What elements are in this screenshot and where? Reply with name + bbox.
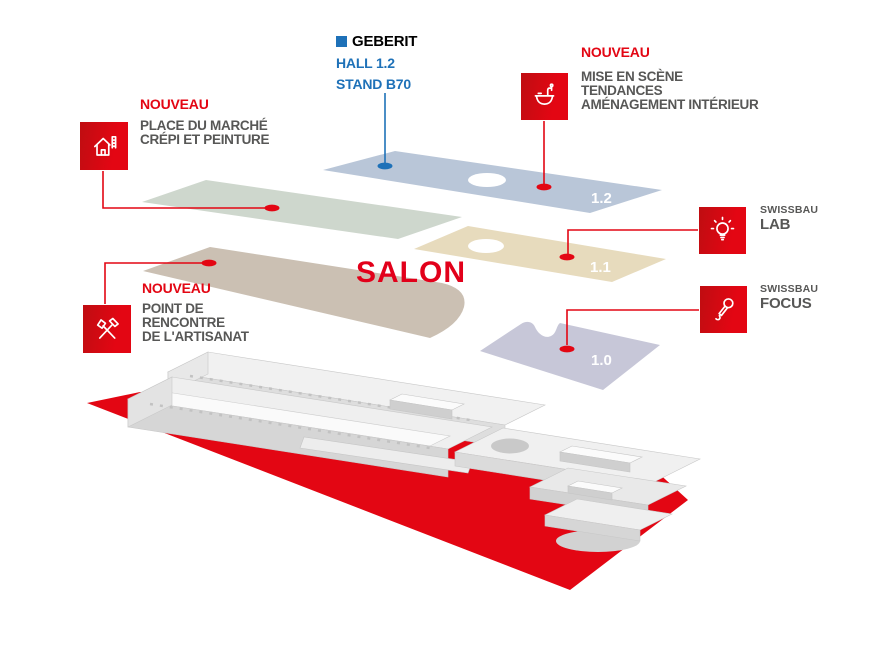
staging-icon-box: [521, 73, 568, 120]
floor-label-1-0: 1.0: [591, 352, 612, 369]
floor-plate-market: [142, 180, 462, 239]
building-rooftop-box: [389, 393, 465, 420]
staging-tag: NOUVEAU: [581, 44, 650, 60]
floor-label-1-1: 1.1: [590, 259, 611, 276]
lab-name: LAB: [760, 216, 791, 233]
stand-marker-market: [264, 204, 280, 212]
lab-connector-line: [567, 229, 698, 254]
lab-brand: SWISSBAU: [760, 204, 819, 216]
floor-plate-1-0: [480, 321, 660, 390]
floor-1-2-hole: [468, 173, 506, 187]
floor-label-1-2: 1.2: [591, 190, 612, 207]
market-tag: NOUVEAU: [140, 96, 209, 112]
floor-plate-craft: [143, 247, 465, 338]
staging-line-3: AMÉNAGEMENT INTÉRIEUR: [581, 96, 759, 112]
focus-icon-box: [700, 286, 747, 333]
stand-marker-focus: [559, 345, 575, 353]
market-icon-box: [80, 122, 128, 170]
building-front-hall-end: [127, 376, 173, 428]
washbasin-icon: [534, 83, 555, 105]
building-front-roof-ticks: [149, 402, 431, 450]
market-connector-line: [102, 171, 266, 209]
stand-marker-geberit: [377, 162, 393, 170]
geberit-hall: HALL 1.2: [336, 55, 395, 71]
floor-1-1-hole: [468, 239, 504, 253]
focus-name: FOCUS: [760, 295, 812, 312]
building-roof-hole: [491, 438, 529, 454]
lab-icon-box: [699, 207, 746, 254]
crossed-tools-icon: [96, 317, 119, 339]
building-rooftop-box: [567, 480, 623, 501]
lightbulb-icon: [710, 216, 735, 241]
staging-line-1: MISE EN SCÈNE: [581, 69, 683, 84]
geberit-brand-name: GEBERIT: [352, 33, 418, 50]
geberit-square-bullet: [336, 36, 347, 47]
stand-marker-craft: [201, 259, 217, 267]
craft-line-1: POINT DE: [142, 301, 204, 316]
craft-icon-box: [83, 305, 131, 353]
market-line-2: CRÉPI ET PEINTURE: [140, 131, 270, 147]
craft-connector-line: [104, 262, 205, 304]
stand-marker-staging: [536, 183, 552, 191]
market-line-1: PLACE DU MARCHÉ: [140, 118, 268, 133]
stand-marker-lab: [559, 253, 575, 261]
exhibition-building: [127, 351, 701, 552]
geberit-label-block: GEBERIT HALL 1.2 STAND B70: [336, 33, 417, 92]
staging-label: MISE EN SCÈNE TENDANCES AMÉNAGEMENT INTÉ…: [581, 69, 759, 112]
focus-connector-line: [566, 309, 699, 345]
craft-line-3: DE L'ARTISANAT: [142, 328, 249, 344]
microphone-icon: [715, 298, 734, 321]
focus-brand: SWISSBAU: [760, 283, 819, 295]
staging-line-2: TENDANCES: [581, 82, 663, 98]
building-rooftop-box: [559, 445, 643, 473]
craft-tag: NOUVEAU: [142, 280, 211, 296]
craft-line-2: RENCONTRE: [142, 314, 225, 330]
building-slab3-face: [544, 514, 641, 542]
geberit-stand: STAND B70: [336, 76, 411, 92]
market-label: PLACE DU MARCHÉ CRÉPI ET PEINTURE: [140, 119, 269, 147]
salon-title: SALON: [356, 256, 466, 289]
house-paint-icon: [93, 135, 116, 156]
craft-label: POINT DE RENCONTRE DE L'ARTISANAT: [142, 302, 249, 343]
building-back-roof-ticks: [189, 374, 471, 422]
